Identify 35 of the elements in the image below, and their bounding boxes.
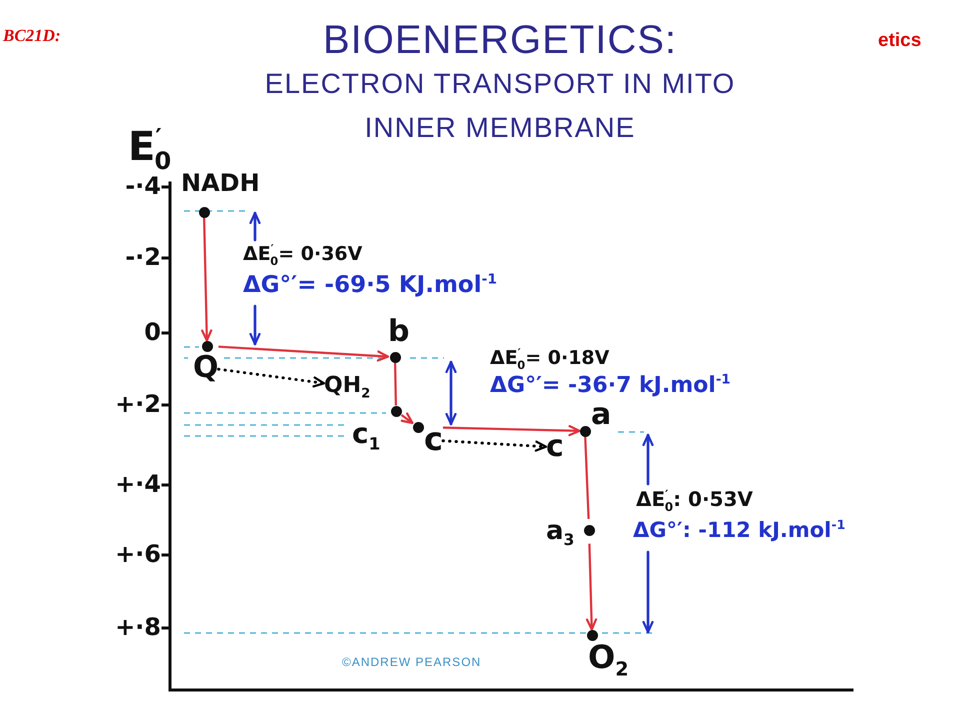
axis-tick-label: +·4 [115,471,161,499]
dotted-arrow [442,439,548,452]
arrow [586,544,598,631]
axis-tick-label: +·2 [115,391,161,419]
axis-tick-label: +·6 [115,541,161,569]
carrier-label: c$_{1}$ [352,421,380,448]
arrow [400,412,414,424]
free-energy-label: ΔG°′= -69·5 KJ.mol$^{-1}$ [243,272,497,298]
diagram-title: BIOENERGETICS: ELECTRON TRANSPORT IN MITO INNER MEMBRANE [264,18,736,145]
connector-line [584,436,590,520]
arrow [201,217,212,342]
carrier-label: Q [193,354,219,382]
arrow [442,425,581,436]
carrier-label: c [546,433,564,462]
potential-difference-label: ΔE$^{′}$$_{0}$= 0·36V [243,244,362,266]
carrier-label: a [591,401,612,430]
free-energy-label: ΔG°′= -36·7 kJ.mol$^{-1}$ [490,373,730,398]
dotted-arrow [217,368,326,388]
potential-difference-label: ΔE$^{′}$$_{0}$= 0·18V [490,348,610,370]
copyright-note: ©ANDREW PEARSON [342,656,482,670]
arrow [218,346,390,362]
header-text: BC21D: [3,26,61,46]
axis-tick-label: -·4 [125,173,161,201]
axis-tick-label: +·8 [115,614,161,642]
carrier-label: a$_{3}$ [546,519,574,544]
free-energy-label: ΔG°′: -112 kJ.mol$^{-1}$ [633,518,846,542]
carrier-label: b [388,318,410,346]
carrier-label: NADH [181,172,260,195]
connector-line [394,362,397,406]
header-text: etics [878,30,922,52]
axis-tick-label: 0 [144,319,161,347]
carrier-label: QH$_{2}$ [324,376,370,397]
carrier-label: c [424,424,443,454]
axis-tick-label: -·2 [125,244,161,272]
potential-difference-label: ΔE$^{′}$$_{0}$: 0·53V [636,488,753,511]
